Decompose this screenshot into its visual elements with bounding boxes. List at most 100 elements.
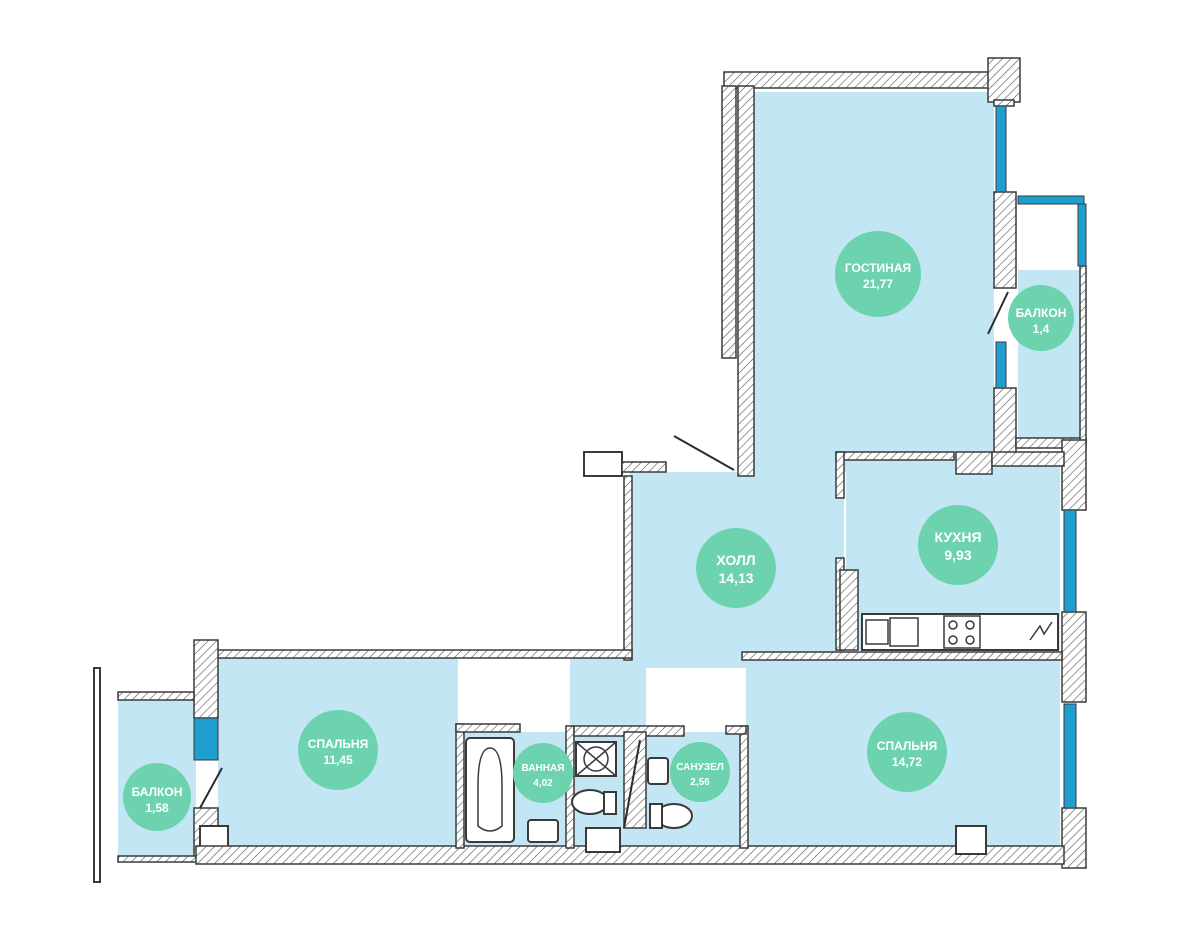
- windows: [193, 105, 1087, 809]
- room-area: 11,45: [323, 753, 353, 767]
- room-area: 9,93: [944, 547, 971, 563]
- room-name: САНУЗЕЛ: [676, 762, 724, 773]
- doors: [199, 291, 1009, 829]
- wall-top: [723, 71, 993, 89]
- wall-bottom-pillar-2: [955, 825, 987, 855]
- room-name: ГОСТИНАЯ: [845, 261, 911, 275]
- room-area: 4,02: [533, 778, 553, 789]
- wall-kitchen-right: [1061, 439, 1087, 511]
- room-name: СПАЛЬНЯ: [877, 739, 937, 753]
- wall-living-left-outer: [721, 85, 737, 359]
- wall-balcony-left-edge: [93, 667, 101, 883]
- wall-left-upper: [193, 639, 219, 719]
- badge-balcony-top: БАЛКОН 1,4: [1008, 285, 1074, 351]
- sink-bath: [527, 819, 559, 843]
- badge-circle: [670, 742, 730, 802]
- stove-burner-2: [965, 620, 975, 630]
- window-kitchen: [1063, 509, 1077, 613]
- washing-machine-drum: [583, 746, 609, 772]
- kitchen-sink: [889, 617, 919, 647]
- stove-burner-3: [948, 635, 958, 645]
- wall-bath-top: [455, 723, 521, 733]
- room-name: КУХНЯ: [934, 529, 981, 545]
- stove-burner-4: [965, 635, 975, 645]
- wall-balcony-left-top: [117, 691, 195, 701]
- badge-hall: ХОЛЛ 14,13: [696, 528, 776, 608]
- badge-circle: [298, 710, 378, 790]
- wall-fridge-niche: [839, 569, 859, 651]
- room-area: 14,72: [892, 755, 922, 769]
- washing-machine-x2: [575, 741, 617, 777]
- bathtub: [465, 737, 515, 843]
- room-name: ВАННАЯ: [522, 763, 565, 774]
- wall-top-corner: [987, 57, 1021, 103]
- toilet-bath: [571, 789, 609, 815]
- room-name: БАЛКОН: [132, 785, 183, 799]
- badge-wc: САНУЗЕЛ 2,56: [670, 742, 730, 802]
- room-area: 1,4: [1033, 322, 1050, 336]
- walls: [93, 57, 1087, 883]
- wall-living-right-2: [993, 191, 1017, 289]
- wall-living-right-1: [993, 99, 1015, 107]
- kitchen-electric-symbol: [1029, 621, 1053, 641]
- wall-wc-right: [739, 725, 749, 849]
- room-name: СПАЛЬНЯ: [308, 737, 368, 751]
- badge-circle: [1008, 285, 1074, 351]
- badge-bedroom-right: СПАЛЬНЯ 14,72: [867, 712, 947, 792]
- badge-circle: [867, 712, 947, 792]
- door-balcony-left: [199, 767, 223, 809]
- badge-kitchen: КУХНЯ 9,93: [918, 505, 998, 585]
- room-area: 21,77: [863, 277, 893, 291]
- wall-bottom-pillar-1: [585, 827, 621, 853]
- stove-burner-1: [948, 620, 958, 630]
- kitchen-stove: [943, 615, 981, 649]
- badge-circle: [696, 528, 776, 608]
- badge-circle: [123, 763, 191, 831]
- badge-bedroom-left: СПАЛЬНЯ 11,45: [298, 710, 378, 790]
- door-wc: [623, 739, 641, 829]
- wall-balcony-top-side: [1079, 265, 1087, 443]
- room-area: 14,13: [718, 570, 753, 586]
- badge-circle: [918, 505, 998, 585]
- toilet-bath-tank: [603, 791, 617, 815]
- window-bedroom-left: [193, 717, 219, 761]
- kitchen-drainer: [865, 619, 889, 645]
- wall-kitchen-right-2: [1061, 611, 1087, 703]
- window-balcony-side: [1077, 203, 1087, 267]
- wall-hall-left: [623, 475, 633, 661]
- wall-living-left-inner: [737, 85, 755, 477]
- wall-bath-left: [455, 723, 465, 849]
- wall-wc-top-right: [725, 725, 747, 735]
- wall-kitchen-top: [835, 451, 955, 461]
- window-balcony-top: [1017, 195, 1085, 205]
- room-area: 1,58: [145, 801, 169, 815]
- wall-kitchen-pillar: [955, 451, 993, 475]
- kitchen-counter: [861, 613, 1059, 651]
- wall-shaft: [623, 731, 647, 829]
- door-entrance: [673, 435, 735, 471]
- fixtures: [465, 613, 1059, 843]
- toilet-wc-tank: [649, 803, 663, 829]
- badge-bath: ВАННАЯ 4,02: [513, 743, 573, 803]
- badge-circle: [513, 743, 573, 803]
- wall-kitchen-left-stub: [835, 451, 845, 499]
- wall-hall-pillar: [583, 451, 623, 477]
- door-balcony-top: [987, 291, 1009, 335]
- wall-hall-top-stub: [621, 461, 667, 473]
- room-name: БАЛКОН: [1016, 306, 1067, 320]
- room-badges: ГОСТИНАЯ 21,77 БАЛКОН 1,4 КУХНЯ 9,93 ХОЛ…: [123, 231, 1074, 831]
- badge-living: ГОСТИНАЯ 21,77: [835, 231, 921, 317]
- badge-circle: [835, 231, 921, 317]
- wall-kitchen-top-right: [991, 451, 1065, 467]
- wall-balcony-left-bottom: [117, 855, 199, 863]
- window-living-1: [995, 105, 1007, 193]
- room-name: ХОЛЛ: [716, 552, 755, 568]
- wall-right-bottom: [1061, 807, 1087, 869]
- wall-hall-bottom-right: [741, 651, 1063, 661]
- bathtub-inner: [477, 747, 503, 832]
- room-area: 2,56: [690, 777, 710, 788]
- sink-wc: [647, 757, 669, 785]
- wall-bottom: [195, 845, 1065, 865]
- window-living-2: [995, 341, 1007, 389]
